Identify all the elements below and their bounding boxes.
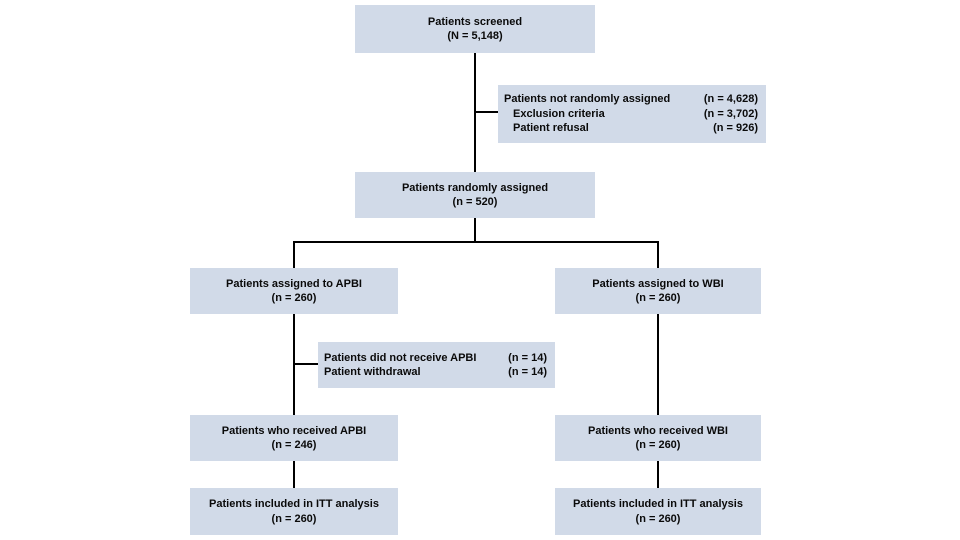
row-label: Patients did not receive APBI — [324, 351, 477, 364]
row-count: (n = 926) — [713, 122, 758, 135]
box-title: Patients included in ITT analysis — [209, 498, 379, 510]
box-received-apbi: Patients who received APBI (n = 246) — [190, 415, 398, 461]
exclusion-row: Patients did not receive APBI (n = 14) — [324, 351, 547, 366]
box-count: (n = 260) — [635, 512, 681, 525]
exclusion-row: Patient withdrawal (n = 14) — [324, 365, 547, 380]
box-assigned-wbi: Patients assigned to WBI (n = 260) — [555, 268, 761, 314]
box-title: Patients assigned to WBI — [592, 277, 724, 290]
row-count: (n = 14) — [508, 351, 547, 364]
row-count: (n = 3,702) — [703, 107, 758, 120]
box-count: (N = 5,148) — [447, 30, 503, 42]
box-randomly-assigned: Patients randomly assigned (n = 520) — [355, 172, 595, 218]
box-count: (n = 260) — [635, 439, 681, 451]
box-count: (n = 260) — [635, 292, 681, 304]
row-label: Exclusion criteria — [513, 107, 605, 120]
box-count: (n = 246) — [271, 439, 317, 451]
box-did-not-receive-apbi: Patients did not receive APBI (n = 14) P… — [318, 342, 555, 388]
box-title: Patients randomly assigned — [401, 181, 549, 194]
box-itt-analysis-apbi: Patients included in ITT analysis (n = 2… — [190, 488, 398, 535]
box-count: (n = 520) — [452, 196, 498, 208]
row-count: (n = 14) — [508, 366, 547, 378]
box-assigned-apbi: Patients assigned to APBI (n = 260) — [190, 268, 398, 314]
box-count: (n = 260) — [271, 512, 317, 525]
row-label: Patient refusal — [513, 122, 589, 135]
box-title: Patients screened — [427, 15, 523, 28]
exclusion-row: Exclusion criteria (n = 3,702) — [504, 107, 758, 122]
box-title: Patients who received APBI — [221, 424, 367, 437]
box-received-wbi: Patients who received WBI (n = 260) — [555, 415, 761, 461]
box-patients-screened: Patients screened (N = 5,148) — [355, 5, 595, 53]
box-title: Patients who received WBI — [588, 424, 728, 437]
row-label: Patients not randomly assigned — [504, 93, 671, 106]
exclusion-row: Patient refusal (n = 926) — [504, 121, 758, 136]
box-not-randomly-assigned: Patients not randomly assigned (n = 4,62… — [498, 85, 766, 143]
box-itt-analysis-wbi: Patients included in ITT analysis (n = 2… — [555, 488, 761, 535]
row-label: Patient withdrawal — [324, 366, 421, 378]
exclusion-row: Patients not randomly assigned (n = 4,62… — [504, 92, 758, 107]
box-count: (n = 260) — [271, 292, 317, 304]
connector-split-crossbar — [293, 241, 659, 268]
box-title: Patients assigned to APBI — [226, 277, 362, 290]
box-title: Patients included in ITT analysis — [573, 498, 743, 510]
row-count: (n = 4,628) — [703, 93, 758, 106]
